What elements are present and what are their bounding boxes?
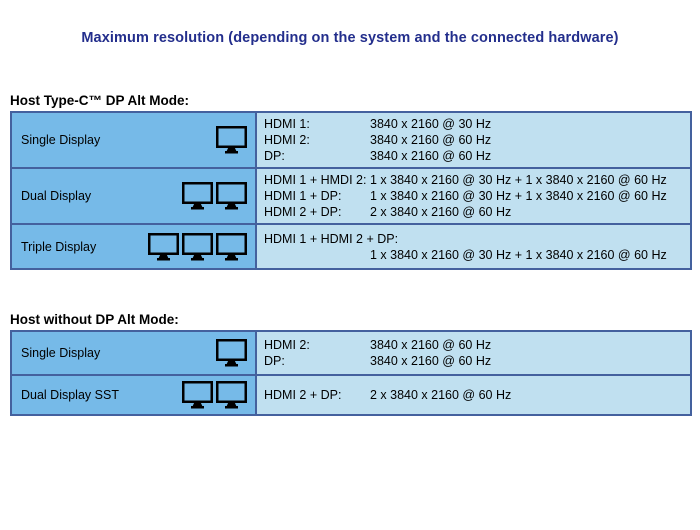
resolution-entry: HDMI 2 + DP: 2 x 3840 x 2160 @ 60 Hz [264,387,686,403]
monitor-icon [216,126,247,154]
port-label: HDMI 2: [264,133,310,147]
resolution-entry: HDMI 2: 3840 x 2160 @ 60 Hz [264,132,686,148]
monitor-icon [182,232,213,260]
resolution-table-typec: Single Display HDMI 1: 3840 x 2160 @ 30 … [10,111,692,270]
resolution-cell: HDMI 2: 3840 x 2160 @ 60 Hz DP: 3840 x 2… [257,332,690,374]
resolution-value: 2 x 3840 x 2160 @ 60 Hz [370,388,512,402]
resolution-value: 2 x 3840 x 2160 @ 60 Hz [370,205,512,219]
table-row-dual-display-sst: Dual Display SST HDMI 2 + DP: 2 x 3840 x… [12,376,690,414]
port-label: DP: [264,149,285,163]
display-mode-label: Dual Display [21,189,92,203]
resolution-table-no-dp-alt: Single Display HDMI 2: 3840 x 2160 @ 60 … [10,330,692,416]
table-row-single-display: Single Display HDMI 1: 3840 x 2160 @ 30 … [12,113,690,169]
resolution-value: 3840 x 2160 @ 60 Hz [370,133,492,147]
display-mode-label: Single Display [21,346,101,360]
resolution-cell: HDMI 1 + HDMI 2 + DP: 1 x 3840 x 2160 @ … [257,225,690,268]
display-mode-label: Dual Display SST [21,388,119,402]
resolution-value: 1 x 3840 x 2160 @ 30 Hz + 1 x 3840 x 216… [370,173,667,187]
port-label: DP: [264,354,285,368]
table-row-triple-display: Triple Display HDMI 1 + HDMI 2 + DP: 1 [12,225,690,268]
section-heading: Host without DP Alt Mode: [10,312,179,327]
port-label: HDMI 2 + DP: [264,388,342,402]
monitor-icon [148,232,179,260]
resolution-value: 3840 x 2160 @ 60 Hz [370,354,492,368]
resolution-cell: HDMI 1: 3840 x 2160 @ 30 Hz HDMI 2: 3840… [257,113,690,167]
resolution-value: 3840 x 2160 @ 60 Hz [370,338,492,352]
display-mode-cell: Dual Display [12,169,257,223]
resolution-value: 1 x 3840 x 2160 @ 30 Hz + 1 x 3840 x 216… [370,189,667,203]
display-mode-label: Triple Display [21,239,97,254]
port-label: HDMI 2 + DP: [264,205,342,219]
display-mode-cell: Single Display [12,332,257,374]
section-host-typec-dp-alt-mode: Host Type-C™ DP Alt Mode: Single Display… [0,93,700,270]
resolution-entry: DP: 3840 x 2160 @ 60 Hz [264,148,686,164]
resolution-entry: HDMI 1 + HMDI 2: 1 x 3840 x 2160 @ 30 Hz… [264,172,686,188]
monitor-icon [216,381,247,409]
monitor-icons [182,182,247,210]
section-host-without-dp-alt-mode: Host without DP Alt Mode: Single Display… [0,312,700,416]
port-label: HDMI 1: [264,117,310,131]
display-mode-cell: Single Display [12,113,257,167]
monitor-icon [216,182,247,210]
resolution-entry: DP: 3840 x 2160 @ 60 Hz [264,353,686,369]
display-mode-cell: Dual Display SST [12,376,257,414]
monitor-icons [148,232,247,261]
port-label: HDMI 2: [264,338,310,352]
port-label: HDMI 1 + HMDI 2: [264,173,367,187]
table-row-single-display: Single Display HDMI 2: 3840 x 2160 @ 60 … [12,332,690,376]
resolution-entry: HDMI 1 + HDMI 2 + DP: [264,231,686,247]
resolution-value: 3840 x 2160 @ 30 Hz [370,117,492,131]
monitor-icons [216,126,247,154]
monitor-icon [182,182,213,210]
port-label [264,247,370,263]
section-heading: Host Type-C™ DP Alt Mode: [10,93,190,108]
resolution-entry: HDMI 1 + DP: 1 x 3840 x 2160 @ 30 Hz + 1… [264,188,686,204]
resolution-entry: HDMI 2: 3840 x 2160 @ 60 Hz [264,337,686,353]
resolution-value: 3840 x 2160 @ 60 Hz [370,149,492,163]
monitor-icon [182,381,213,409]
monitor-icons [182,381,247,409]
resolution-value: 1 x 3840 x 2160 @ 30 Hz + 1 x 3840 x 216… [370,247,667,262]
display-mode-label: Single Display [21,133,101,147]
resolution-entry: 1 x 3840 x 2160 @ 30 Hz + 1 x 3840 x 216… [264,247,686,263]
page-title: Maximum resolution (depending on the sys… [81,30,619,46]
port-label: HDMI 1 + DP: [264,189,342,203]
resolution-cell: HDMI 1 + HMDI 2: 1 x 3840 x 2160 @ 30 Hz… [257,169,690,223]
monitor-icons [216,339,247,367]
monitor-icon [216,339,247,367]
table-row-dual-display: Dual Display HDMI 1 + HMDI 2: 1 x 3840 x… [12,169,690,225]
display-mode-cell: Triple Display [12,225,257,268]
resolution-entry: HDMI 1: 3840 x 2160 @ 30 Hz [264,116,686,132]
resolution-entry: HDMI 2 + DP: 2 x 3840 x 2160 @ 60 Hz [264,204,686,220]
resolution-cell: HDMI 2 + DP: 2 x 3840 x 2160 @ 60 Hz [257,376,690,414]
port-label: HDMI 1 + HDMI 2 + DP: [264,231,399,246]
monitor-icon [216,232,247,260]
